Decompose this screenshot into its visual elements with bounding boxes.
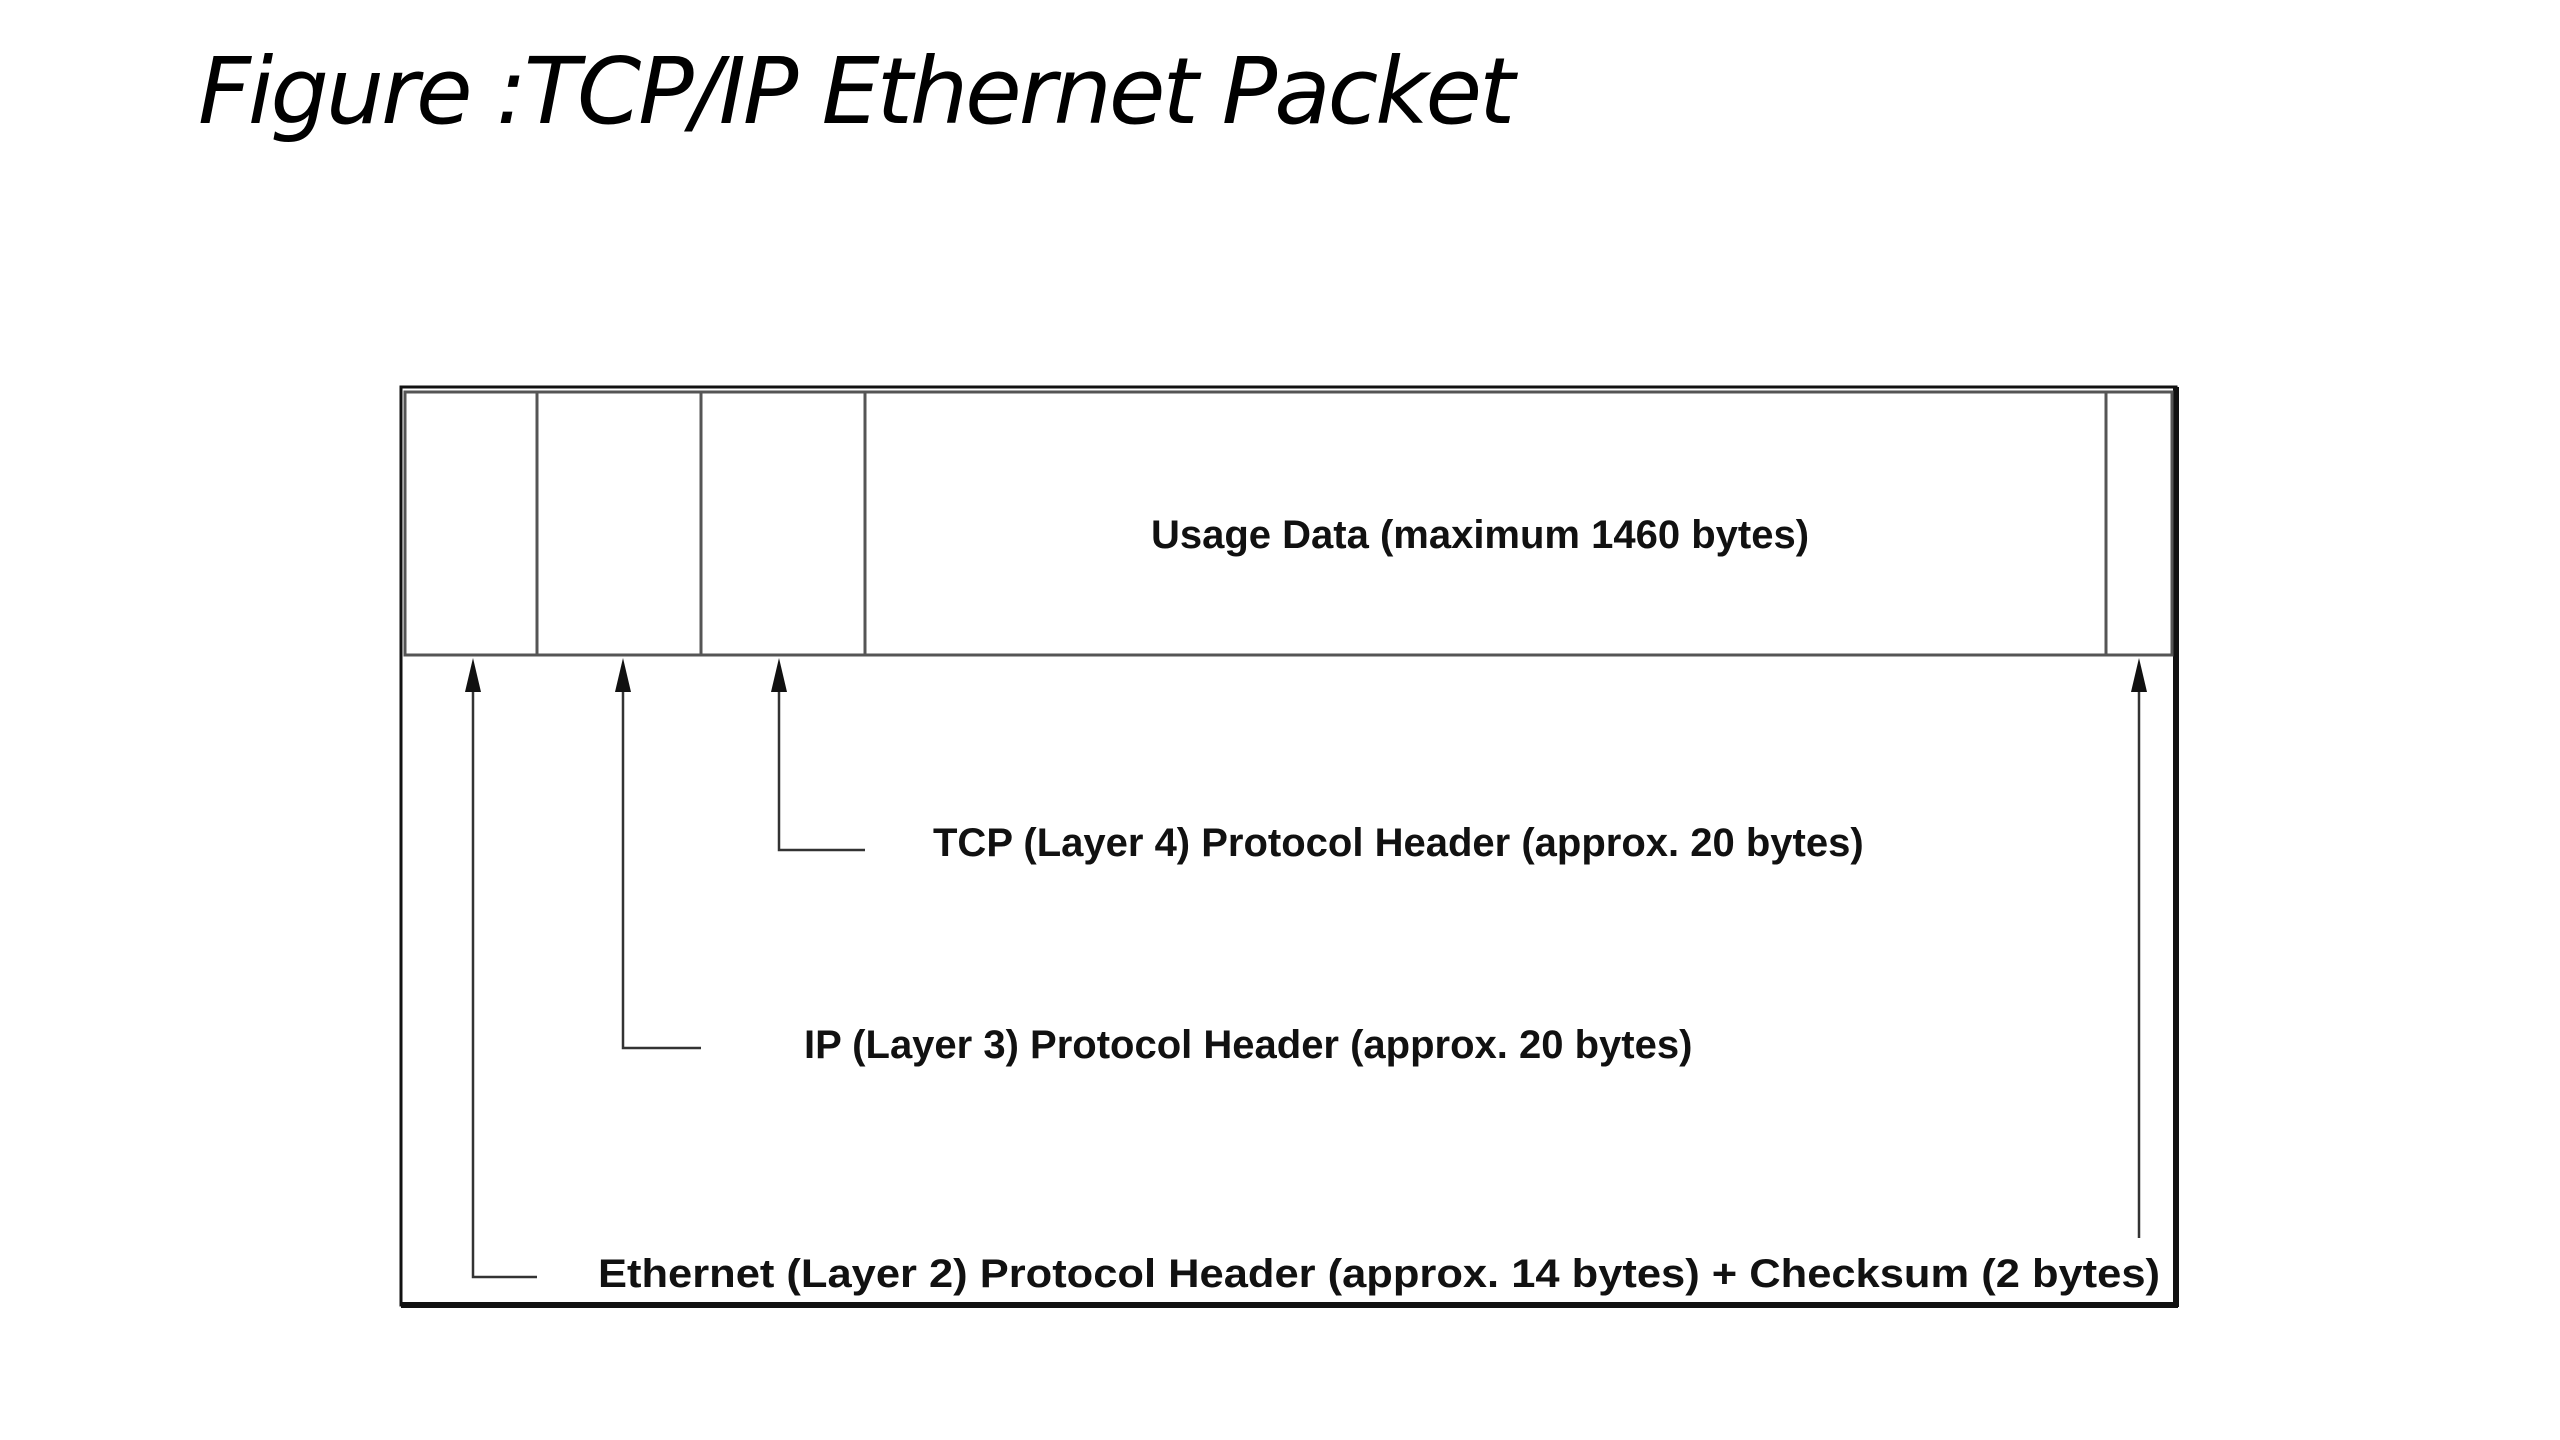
ethernet-header-label: Ethernet (Layer 2) Protocol Header (appr… xyxy=(598,1252,2160,1296)
usage-data-cell xyxy=(863,390,2108,657)
ip-header-cell xyxy=(535,390,703,657)
ip-leader xyxy=(615,658,701,1050)
tcp-header-label: TCP (Layer 4) Protocol Header (approx. 2… xyxy=(933,821,1864,865)
slide-title: Figure :TCP/IP Ethernet Packet xyxy=(198,38,1515,145)
checksum-arrowhead xyxy=(2131,658,2147,692)
checksum-leader xyxy=(2131,658,2147,1238)
packet-row: Usage Data (maximum 1460 bytes) xyxy=(403,390,2174,657)
ethernet-arrowhead xyxy=(465,658,481,692)
ethernet-header-cell xyxy=(403,390,539,657)
tcp-arrowhead xyxy=(771,658,787,692)
tcp-leader xyxy=(771,658,865,852)
ethernet-leader xyxy=(465,658,537,1279)
ip-header-label: IP (Layer 3) Protocol Header (approx. 20… xyxy=(804,1023,1692,1067)
checksum-cell xyxy=(2104,390,2174,657)
tcp-header-cell xyxy=(699,390,867,657)
usage-data-label: Usage Data (maximum 1460 bytes) xyxy=(1151,513,1809,557)
ip-arrowhead xyxy=(615,658,631,692)
